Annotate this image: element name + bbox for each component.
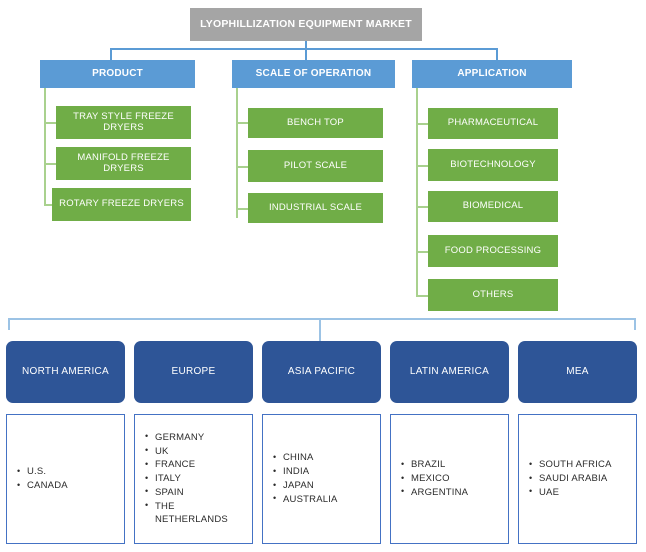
leaf-pharmaceutical: PHARMACEUTICAL — [428, 108, 558, 139]
list-item: UK — [145, 444, 248, 459]
leaf-manifold-freeze-dryers: MANIFOLD FREEZE DRYERS — [56, 147, 191, 180]
connector-product-spine — [44, 88, 46, 206]
category-scale-of-operation: SCALE OF OPERATION — [232, 60, 395, 88]
list-item: ARGENTINA — [401, 485, 504, 500]
connector-product-stub-3 — [44, 204, 56, 206]
connector-application-stub-5 — [416, 295, 428, 297]
region-asia-pacific: ASIA PACIFIC — [262, 341, 381, 403]
region-north-america: NORTH AMERICA — [6, 341, 125, 403]
leaf-biomedical: BIOMEDICAL — [428, 191, 558, 222]
country-list-europe: GERMANY UK FRANCE ITALY SPAIN THE NETHER… — [134, 414, 253, 544]
leaf-food-processing: FOOD PROCESSING — [428, 235, 558, 267]
leaf-biotechnology: BIOTECHNOLOGY — [428, 149, 558, 181]
list-item: U.S. — [17, 465, 120, 479]
connector-application-stub-1 — [416, 123, 428, 125]
list-item: FRANCE — [145, 458, 248, 472]
connector-product-stub-2 — [44, 163, 56, 165]
list-item: GERMANY — [145, 430, 248, 445]
connector-region-center-stem — [319, 318, 321, 341]
region-europe: EUROPE — [134, 341, 253, 403]
list-item: SAUDI ARABIA — [529, 472, 632, 486]
connector-scale-stub-3 — [236, 208, 248, 210]
leaf-pilot-scale: PILOT SCALE — [248, 150, 383, 182]
region-latin-america: LATIN AMERICA — [390, 341, 509, 403]
list-item: ITALY — [145, 472, 248, 486]
country-items-mea: SOUTH AFRICA SAUDI ARABIA UAE — [519, 458, 636, 499]
list-item: CHINA — [273, 451, 376, 465]
leaf-others: OTHERS — [428, 279, 558, 311]
country-items-asia-pacific: CHINA INDIA JAPAN AUSTRALIA — [263, 451, 380, 506]
country-items-europe: GERMANY UK FRANCE ITALY SPAIN THE NETHER… — [135, 430, 252, 528]
category-application: APPLICATION — [412, 60, 572, 88]
list-item: BRAZIL — [401, 458, 504, 472]
list-item: THE NETHERLANDS — [145, 499, 248, 528]
connector-root-spine — [110, 48, 498, 50]
leaf-industrial-scale: INDUSTRIAL SCALE — [248, 193, 383, 223]
leaf-rotary-freeze-dryers: ROTARY FREEZE DRYERS — [52, 188, 191, 221]
connector-drop-scale — [305, 48, 307, 60]
connector-application-stub-4 — [416, 251, 428, 253]
connector-application-stub-3 — [416, 206, 428, 208]
connector-region-right-cap — [634, 318, 636, 330]
connector-scale-stub-1 — [236, 122, 248, 124]
connector-product-stub-1 — [44, 122, 56, 124]
country-items-latin-america: BRAZIL MEXICO ARGENTINA — [391, 458, 508, 499]
list-item: AUSTRALIA — [273, 492, 376, 507]
connector-region-spine — [8, 318, 636, 320]
country-items-north-america: U.S. CANADA — [7, 465, 124, 493]
list-item: SPAIN — [145, 485, 248, 500]
list-item: UAE — [529, 485, 632, 500]
country-list-asia-pacific: CHINA INDIA JAPAN AUSTRALIA — [262, 414, 381, 544]
connector-region-left-cap — [8, 318, 10, 330]
connector-scale-stub-2 — [236, 166, 248, 168]
leaf-tray-style-freeze-dryers: TRAY STYLE FREEZE DRYERS — [56, 106, 191, 139]
list-item: SOUTH AFRICA — [529, 458, 632, 472]
connector-drop-application — [496, 48, 498, 60]
root-node: LYOPHILLIZATION EQUIPMENT MARKET — [190, 8, 422, 41]
list-item: CANADA — [17, 479, 120, 493]
list-item: INDIA — [273, 465, 376, 479]
list-item: JAPAN — [273, 479, 376, 493]
connector-drop-product — [110, 48, 112, 60]
region-mea: MEA — [518, 341, 637, 403]
leaf-bench-top: BENCH TOP — [248, 108, 383, 138]
list-item: MEXICO — [401, 472, 504, 486]
country-list-mea: SOUTH AFRICA SAUDI ARABIA UAE — [518, 414, 637, 544]
category-product: PRODUCT — [40, 60, 195, 88]
connector-scale-spine — [236, 88, 238, 218]
country-list-latin-america: BRAZIL MEXICO ARGENTINA — [390, 414, 509, 544]
connector-application-stub-2 — [416, 165, 428, 167]
country-list-north-america: U.S. CANADA — [6, 414, 125, 544]
connector-application-spine — [416, 88, 418, 296]
